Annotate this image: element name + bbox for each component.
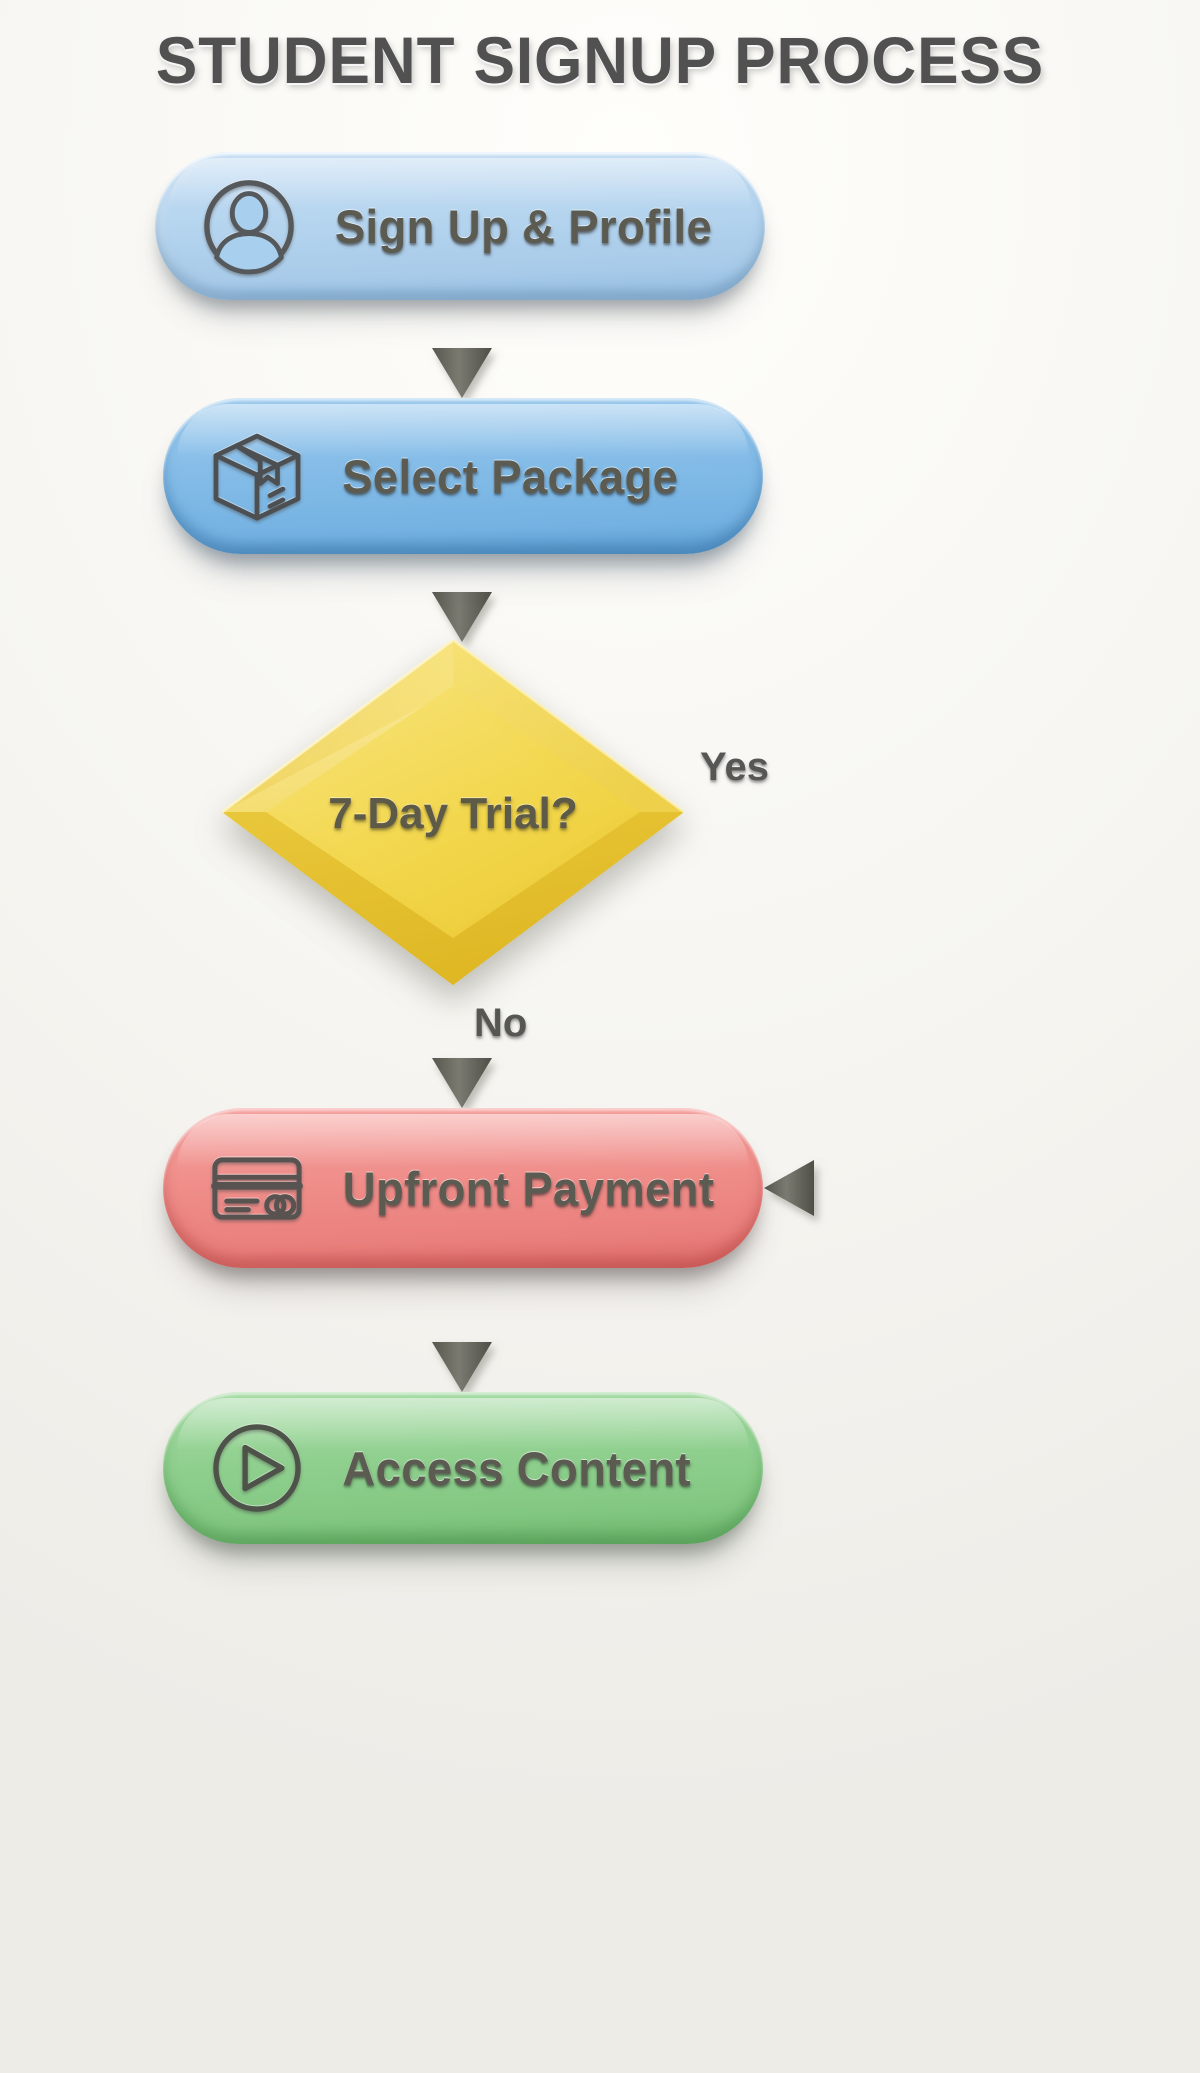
- node-select-package[interactable]: Select Package: [163, 398, 763, 554]
- page-title: STUDENT SIGNUP PROCESS: [155, 23, 1045, 97]
- edge-payment-to-access: [432, 1268, 492, 1392]
- credit-card-icon: [203, 1134, 311, 1242]
- edge-package-to-trial: [432, 554, 492, 642]
- node-upfront-payment-label: Upfront Payment: [342, 1161, 715, 1215]
- node-signup-label: Sign Up & Profile: [334, 199, 713, 253]
- user-avatar-icon: [195, 172, 303, 280]
- node-select-package-label: Select Package: [342, 449, 679, 503]
- edge-label-no: No: [474, 1001, 528, 1045]
- edge-signup-to-package: [432, 300, 492, 398]
- play-circle-icon: [203, 1414, 311, 1522]
- package-box-icon: [203, 422, 311, 530]
- node-access-content-label: Access Content: [342, 1441, 692, 1495]
- node-signup[interactable]: Sign Up & Profile: [155, 152, 765, 300]
- node-upfront-payment[interactable]: Upfront Payment: [163, 1108, 763, 1268]
- edge-label-yes: Yes: [700, 745, 769, 789]
- node-access-content[interactable]: Access Content: [163, 1392, 763, 1544]
- node-decision-trial[interactable]: 7-Day Trial?: [222, 640, 684, 985]
